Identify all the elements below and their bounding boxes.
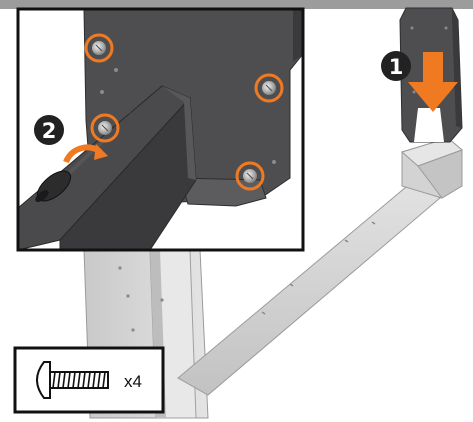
screw-callout: x4 bbox=[13, 346, 165, 414]
screw-hole-bottom-left bbox=[90, 113, 120, 143]
screw-hole-bottom-right bbox=[235, 161, 265, 191]
inset-frame bbox=[16, 7, 305, 252]
screw-hole-top-right bbox=[254, 73, 284, 103]
detail-inset: 2 bbox=[18, 9, 303, 250]
step-2-number: 2 bbox=[42, 119, 57, 143]
step-1-badge: 1 bbox=[381, 51, 411, 81]
down-arrow-icon bbox=[408, 52, 458, 112]
inset-beam-front bbox=[59, 96, 197, 250]
screw-icon bbox=[36, 361, 109, 399]
step-1-number: 1 bbox=[389, 55, 404, 79]
step-2-badge: 2 bbox=[34, 115, 64, 145]
screw-hole-top-left bbox=[84, 33, 114, 63]
screw-quantity: x4 bbox=[124, 372, 142, 391]
stand-foot-right bbox=[400, 137, 463, 199]
top-bar bbox=[0, 0, 473, 9]
